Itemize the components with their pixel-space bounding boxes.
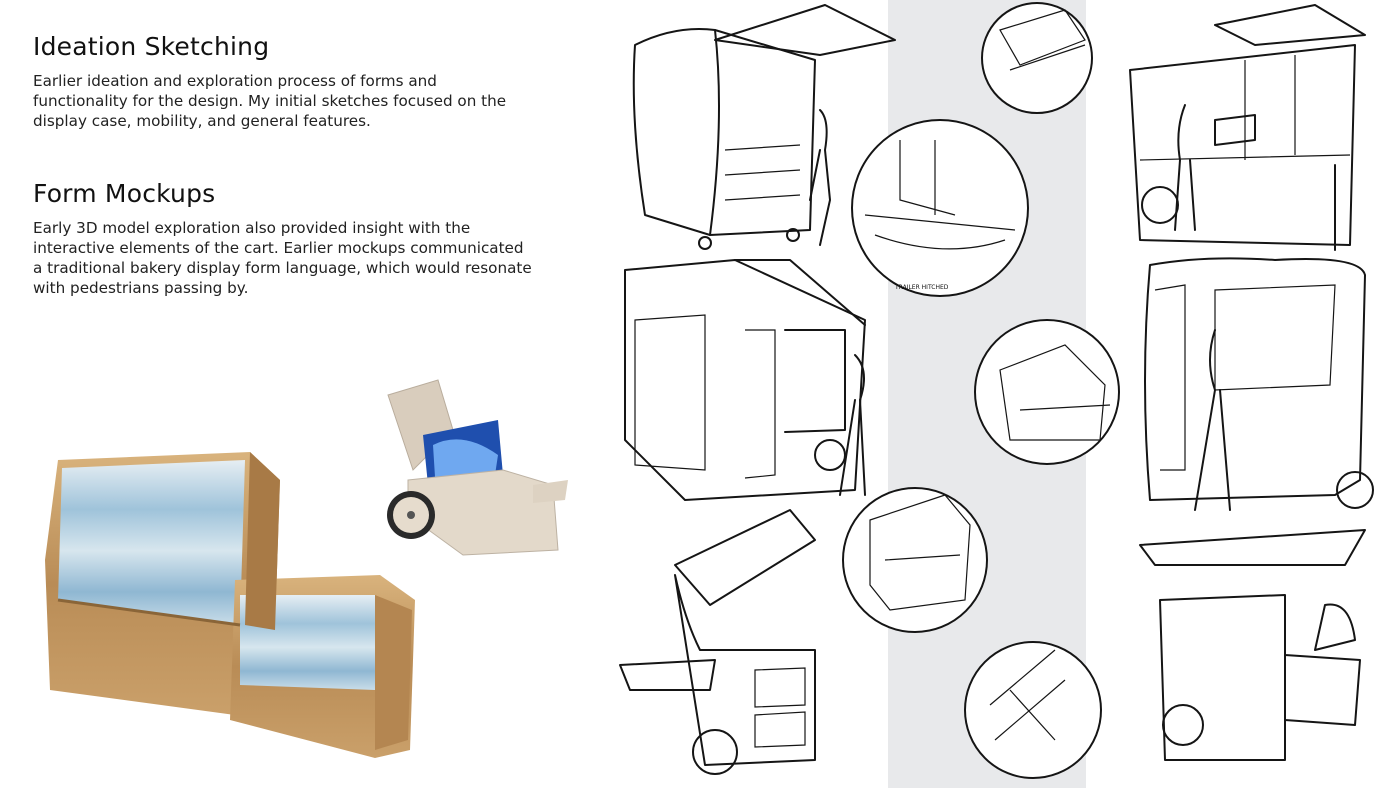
beige-mockup-photo — [387, 379, 568, 556]
section-title-ideation: Ideation Sketching — [33, 32, 270, 61]
sketch-table-cart — [1139, 529, 1366, 761]
sketch-oven-detail — [842, 487, 988, 633]
sketch-lift-canopy-cart — [619, 509, 816, 775]
sketch-stall-awning — [1129, 4, 1366, 251]
sketch-awning-detail — [981, 2, 1093, 114]
section-body-ideation: Earlier ideation and exploration process… — [33, 72, 507, 130]
sketch-trailer-hitch: TRAILER HITCHED — [851, 119, 1029, 297]
sketch-rail-detail — [964, 641, 1102, 779]
cardboard-mockup-photo — [45, 452, 415, 758]
ideation-sketches: TRAILER HITCHED — [619, 2, 1374, 779]
sketch-box-cart — [624, 259, 866, 501]
sketch-rounded-cart — [1144, 257, 1374, 511]
svg-text:TRAILER HITCHED: TRAILER HITCHED — [894, 284, 949, 291]
sketch-display-case-detail — [974, 319, 1120, 465]
section-title-mockups: Form Mockups — [33, 179, 216, 208]
sketch-canopy-cart — [632, 4, 896, 250]
section-body-mockups: Early 3D model exploration also provided… — [33, 219, 532, 297]
